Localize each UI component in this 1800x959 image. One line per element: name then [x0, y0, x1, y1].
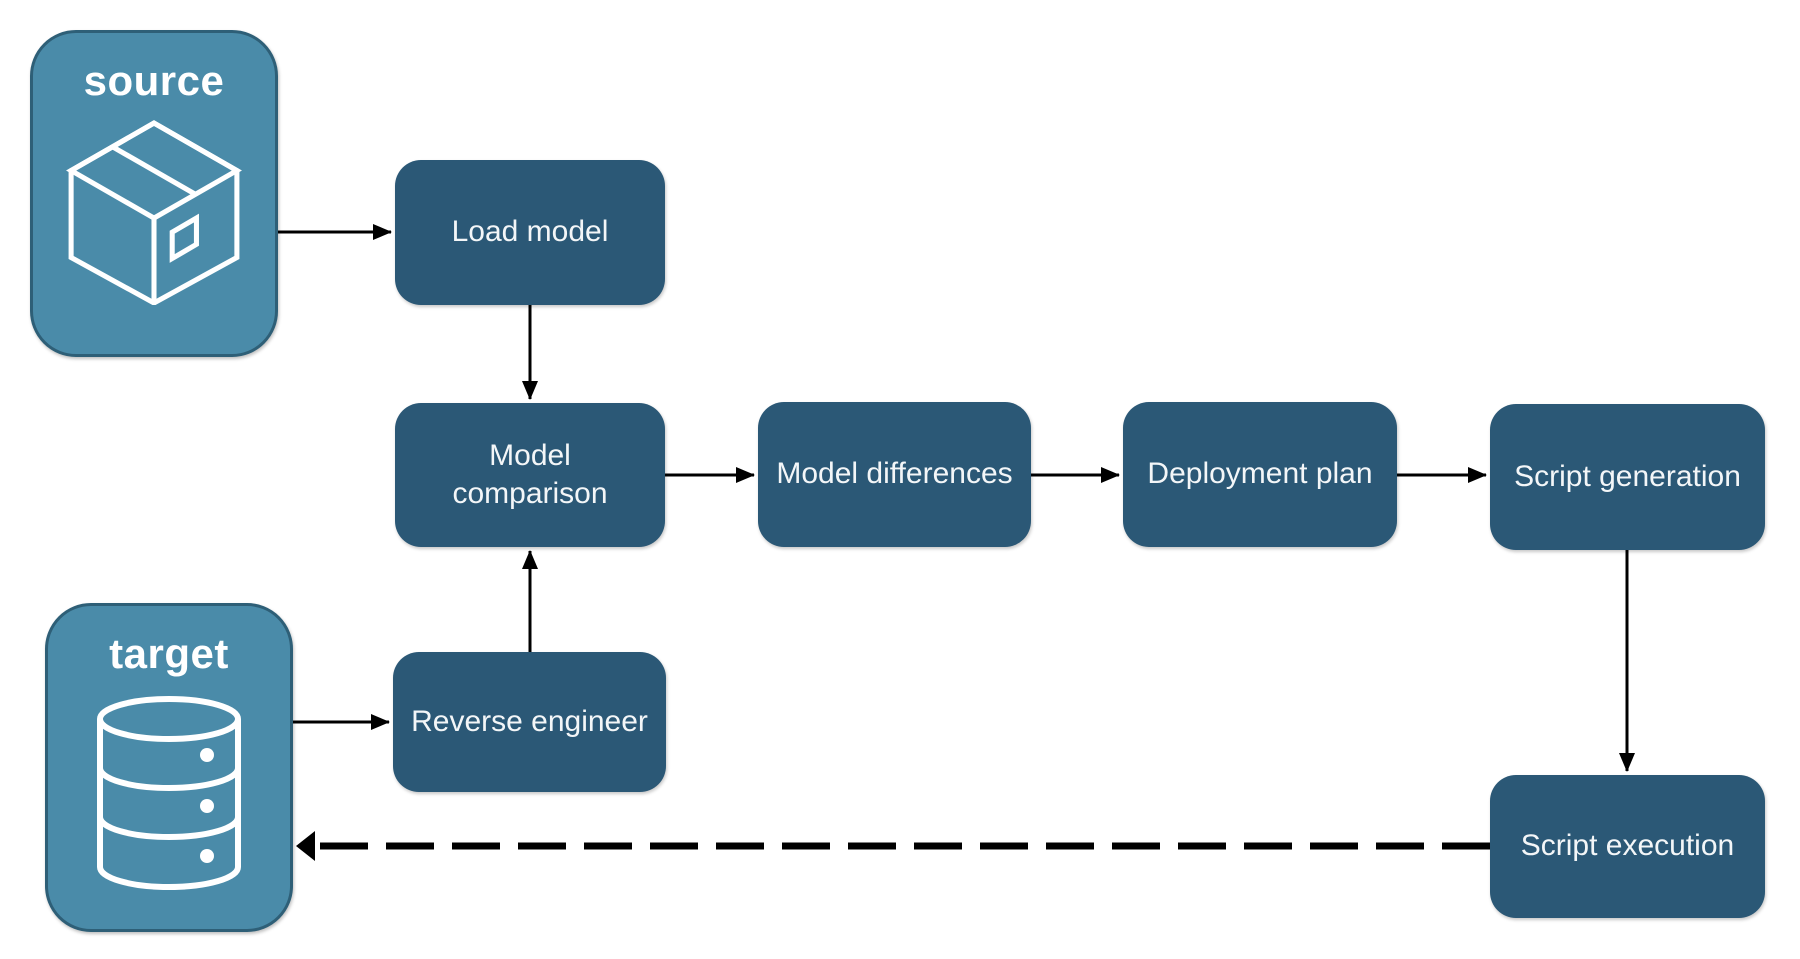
- database-cylinder-icon: [97, 696, 241, 890]
- target-label: target: [109, 630, 229, 677]
- node-script-generation: Script generation: [1490, 404, 1765, 550]
- dashed-arrowhead: [296, 831, 315, 861]
- node-target: target: [45, 603, 293, 932]
- deployment-plan-label: Deployment plan: [1147, 457, 1373, 491]
- node-load-model: Load model: [395, 160, 665, 305]
- load-model-label: Load model: [451, 215, 609, 249]
- model-comparison-label: Model comparison: [452, 438, 608, 510]
- node-source: source: [30, 30, 278, 357]
- package-box-icon: [66, 120, 242, 305]
- reverse-engineer-label: Reverse engineer: [411, 704, 648, 738]
- arrow-script-execution-to-target: [296, 831, 1490, 861]
- script-generation-label: Script generation: [1514, 459, 1741, 493]
- node-model-comparison: Model comparison: [395, 403, 665, 547]
- node-reverse-engineer: Reverse engineer: [393, 652, 666, 792]
- script-execution-label: Script execution: [1520, 829, 1735, 863]
- model-differences-label: Model differences: [776, 457, 1013, 491]
- node-script-execution: Script execution: [1490, 775, 1765, 918]
- node-deployment-plan: Deployment plan: [1123, 402, 1397, 547]
- node-model-differences: Model differences: [758, 402, 1031, 547]
- source-label: source: [83, 57, 225, 104]
